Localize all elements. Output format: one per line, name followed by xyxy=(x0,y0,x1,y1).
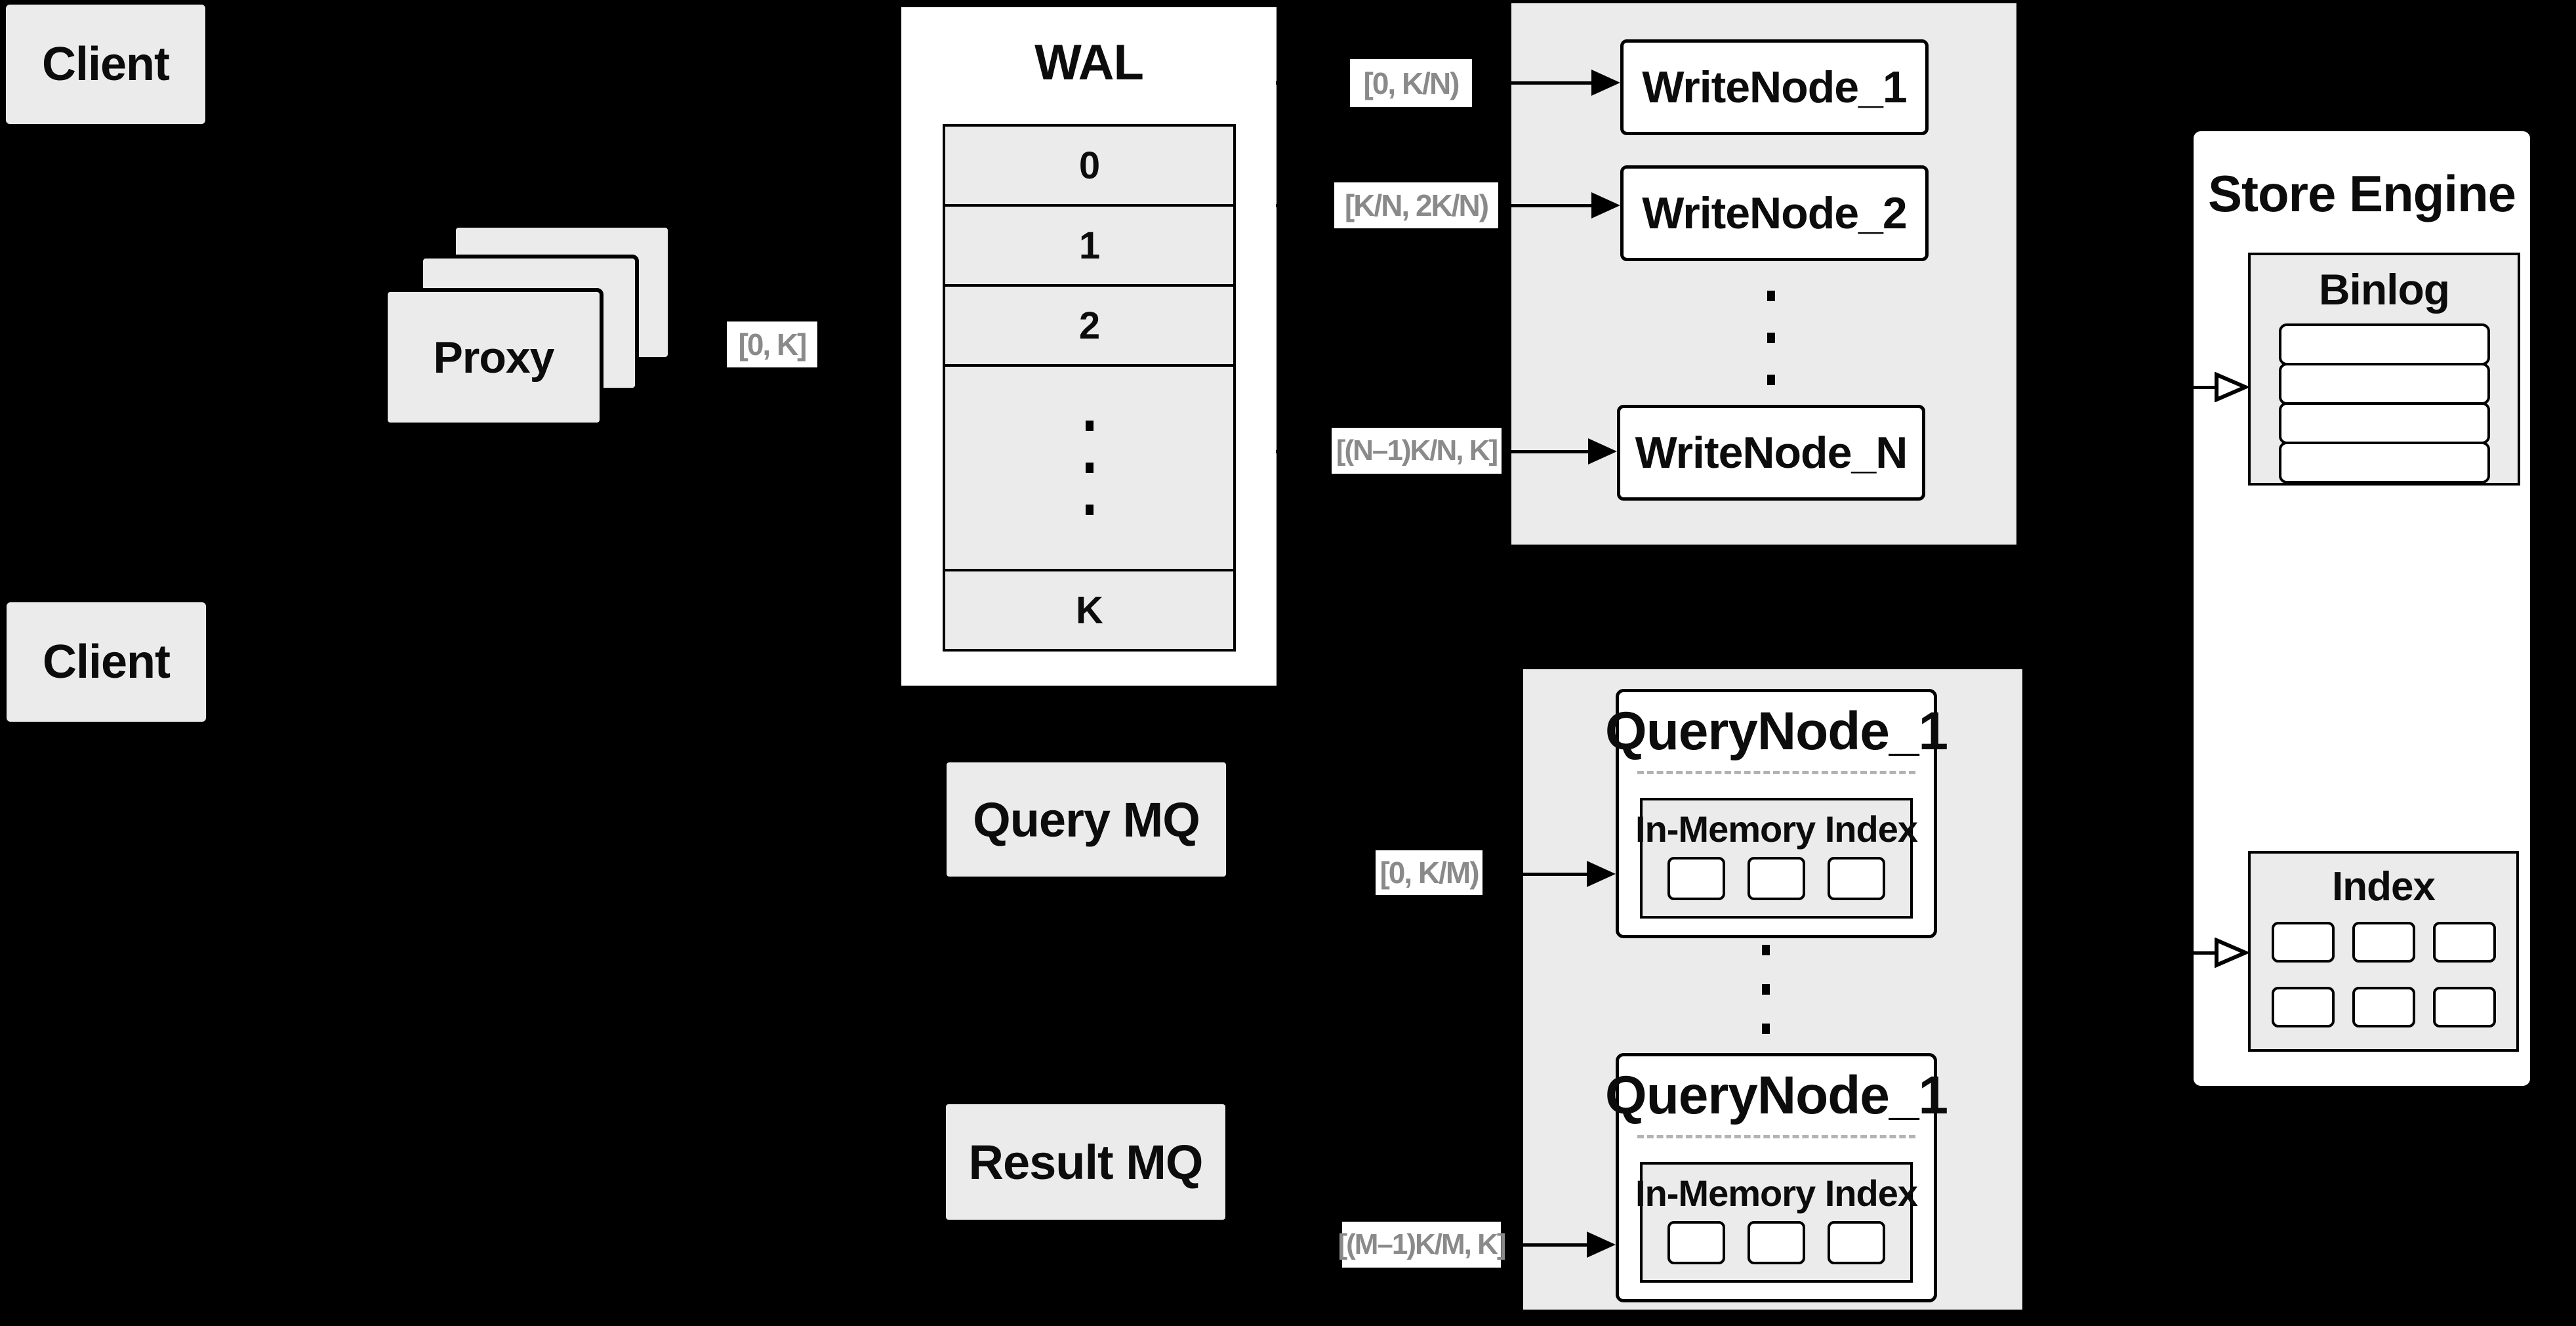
wal-table: 0 1 2 K xyxy=(943,124,1236,652)
index-title: Index xyxy=(2251,854,2516,919)
open-arrowhead-icon xyxy=(2215,372,2248,402)
query-node-bottom-divider xyxy=(1637,1135,1915,1138)
client-box-bottom: Client xyxy=(7,602,206,722)
binlog-title-text: Binlog xyxy=(2318,265,2450,314)
binlog-row xyxy=(2278,442,2490,484)
in-memory-index-bottom-title: In-Memory Index xyxy=(1635,1165,1918,1221)
range-label-n1kn-k-text: [(N–1)K/N, K] xyxy=(1336,434,1498,466)
wal-title: WAL xyxy=(898,26,1280,98)
index-cell xyxy=(2271,987,2335,1027)
range-label-0-km: [0, K/M) xyxy=(1376,850,1482,895)
wal-row-1: 1 xyxy=(943,204,1236,287)
index-box: Index xyxy=(2248,851,2519,1052)
wal-row-2-text: 2 xyxy=(1078,304,1100,347)
range-label-m1km-k-text: [(M–1)K/M, K] xyxy=(1338,1228,1506,1260)
in-memory-index-bottom-cells xyxy=(1643,1221,1910,1264)
write-nodes-ellipsis-icon xyxy=(1767,291,1775,385)
range-label-0-k: [0, K] xyxy=(727,321,817,367)
write-node-2-box: WriteNode_2 xyxy=(1620,165,1929,261)
binlog-box: Binlog xyxy=(2248,253,2520,486)
in-memory-index-bottom-box: In-Memory Index xyxy=(1635,1162,1918,1283)
range-label-kn-2kn-text: [K/N, 2K/N) xyxy=(1344,188,1489,222)
index-cell xyxy=(2432,987,2496,1027)
wal-row-k: K xyxy=(943,569,1236,652)
binlog-row xyxy=(2278,363,2490,405)
query-node-top-title: QueryNode_1 xyxy=(1605,692,1948,771)
index-cell xyxy=(2271,922,2335,963)
query-node-bottom-title-text: QueryNode_1 xyxy=(1605,1066,1948,1125)
wal-row-k-text: K xyxy=(1076,589,1103,632)
wal-row-2: 2 xyxy=(943,284,1236,367)
segment-cell xyxy=(1667,857,1725,900)
range-label-n1kn-k: [(N–1)K/N, K] xyxy=(1332,428,1502,474)
segment-cell xyxy=(1748,857,1805,900)
wal-row-ellipsis xyxy=(943,364,1236,571)
range-label-kn-2kn: [K/N, 2K/N) xyxy=(1334,182,1498,228)
index-cells-row-2 xyxy=(2251,987,2516,1027)
in-memory-index-bottom-title-text: In-Memory Index xyxy=(1635,1172,1918,1214)
index-cell xyxy=(2352,987,2415,1027)
store-engine-title: Store Engine xyxy=(2190,157,2533,230)
range-label-0-kn: [0, K/N) xyxy=(1350,59,1472,107)
query-mq-label: Query MQ xyxy=(973,792,1200,847)
binlog-title: Binlog xyxy=(2251,255,2518,323)
segment-cell xyxy=(1667,1221,1725,1264)
index-title-text: Index xyxy=(2332,863,2436,909)
range-label-0-km-text: [0, K/M) xyxy=(1380,856,1479,890)
query-node-top-divider xyxy=(1637,771,1915,774)
in-memory-index-top-title-text: In-Memory Index xyxy=(1635,808,1918,850)
open-arrowhead-icon xyxy=(2215,938,2248,968)
write-node-1-box: WriteNode_1 xyxy=(1620,39,1929,135)
segment-cell xyxy=(1828,1221,1885,1264)
wal-row-0: 0 xyxy=(943,124,1236,207)
binlog-row xyxy=(2278,402,2490,444)
query-mq-box: Query MQ xyxy=(947,762,1226,877)
query-node-top-title-text: QueryNode_1 xyxy=(1605,701,1948,761)
query-node-top-box: QueryNode_1 In-Memory Index xyxy=(1605,689,1948,938)
in-memory-index-top-box: In-Memory Index xyxy=(1635,798,1918,919)
arrow-writenodes-binlog xyxy=(2016,372,2248,402)
index-cell xyxy=(2432,922,2496,963)
query-nodes-ellipsis-icon xyxy=(1762,945,1770,1034)
client-top-label: Client xyxy=(41,38,170,91)
write-node-n-label: WriteNode_N xyxy=(1635,428,1908,478)
result-mq-box: Result MQ xyxy=(946,1104,1225,1220)
result-mq-label: Result MQ xyxy=(968,1134,1204,1190)
binlog-rows xyxy=(2278,323,2490,484)
binlog-row xyxy=(2278,323,2490,365)
wal-title-text: WAL xyxy=(1034,34,1144,91)
in-memory-index-top-cells xyxy=(1643,857,1910,900)
segment-cell xyxy=(1828,857,1885,900)
range-label-0-kn-text: [0, K/N) xyxy=(1363,66,1460,100)
range-label-m1km-k: [(M–1)K/M, K] xyxy=(1338,1222,1507,1268)
query-node-bottom-box: QueryNode_1 In-Memory Index xyxy=(1605,1053,1948,1302)
ellipsis-dots-icon xyxy=(1085,421,1094,515)
client-box-top: Client xyxy=(6,5,205,124)
range-label-0-k-text: [0, K] xyxy=(738,327,808,362)
proxy-box-front: Proxy xyxy=(384,288,603,426)
proxy-label: Proxy xyxy=(433,332,555,383)
query-node-bottom-title: QueryNode_1 xyxy=(1605,1056,1948,1135)
wal-row-0-text: 0 xyxy=(1078,144,1100,187)
index-cells-row-1 xyxy=(2251,922,2516,963)
store-engine-title-text: Store Engine xyxy=(2207,164,2516,222)
arrow-querynodes-index xyxy=(2024,938,2248,968)
index-cell xyxy=(2352,922,2415,963)
write-node-n-box: WriteNode_N xyxy=(1617,405,1925,501)
wal-row-1-text: 1 xyxy=(1078,224,1100,267)
client-bottom-label: Client xyxy=(42,636,171,688)
write-node-2-label: WriteNode_2 xyxy=(1642,188,1907,238)
segment-cell xyxy=(1748,1221,1805,1264)
in-memory-index-top-title: In-Memory Index xyxy=(1635,800,1918,857)
write-node-1-label: WriteNode_1 xyxy=(1642,62,1907,112)
